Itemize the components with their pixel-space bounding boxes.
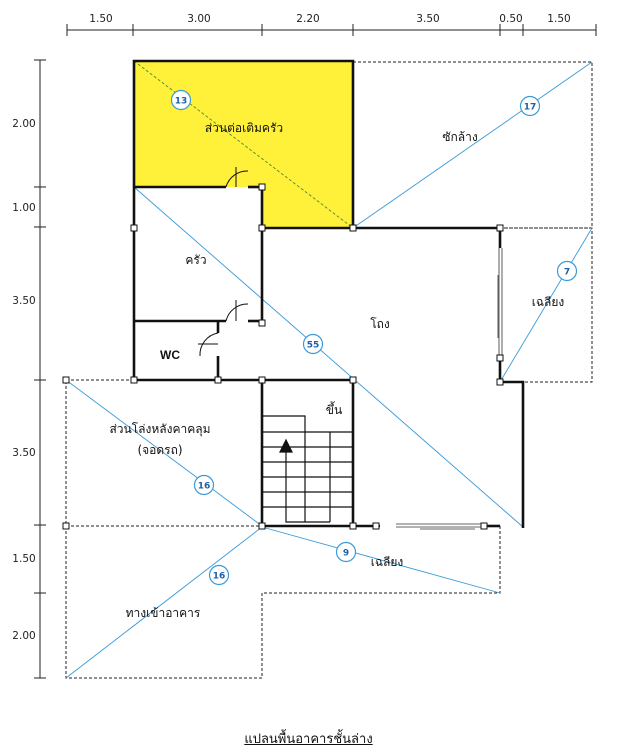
left-dim-2: 1.00	[12, 202, 35, 214]
top-dim-6: 1.50	[547, 13, 570, 25]
sliding-windows	[396, 248, 503, 530]
extension-diagonal	[133, 60, 354, 229]
area-badge-hall: 55	[302, 333, 324, 355]
left-dim-4: 3.50	[12, 447, 35, 459]
room-label-entrance: ทางเข้าอาคาร	[126, 606, 201, 620]
room-label-kitchen: ครัว	[185, 253, 206, 267]
left-dim-3: 3.50	[12, 295, 35, 307]
room-label-terrace-right: เฉลียง	[532, 295, 565, 309]
area-badge-extension: 13	[170, 89, 192, 111]
area-value-entrance: 16	[213, 572, 226, 582]
area-value-carport: 16	[198, 482, 211, 492]
top-dim-3: 2.20	[296, 13, 319, 25]
top-dim-2: 3.00	[187, 13, 210, 25]
top-dim-5: 0.50	[499, 13, 522, 25]
room-label-kitchen-extension: ส่วนต่อเติมครัว	[205, 121, 283, 135]
top-dim-4: 3.50	[416, 13, 439, 25]
top-dimension-line	[66, 24, 597, 36]
plan-caption: แปลนพื้นอาคารชั้นล่าง	[0, 728, 617, 749]
stair	[262, 415, 353, 523]
area-diagonals	[65, 61, 593, 679]
column-markers	[62, 183, 504, 530]
area-value-laundry: 17	[524, 103, 537, 113]
left-dimension-line	[34, 59, 46, 679]
walls	[132, 59, 525, 528]
area-value-terrace-bottom: 9	[343, 549, 349, 559]
area-value-terrace-right: 7	[564, 268, 570, 278]
room-label-carport-sub: (จอดรถ)	[137, 443, 182, 457]
area-value-hall: 55	[307, 341, 320, 351]
room-label-wc: WC	[160, 348, 180, 362]
left-dim-6: 2.00	[12, 630, 35, 642]
doors	[198, 167, 249, 357]
plan-caption-text: แปลนพื้นอาคารชั้นล่าง	[244, 732, 373, 747]
area-badge-entrance: 16	[208, 564, 230, 586]
area-badge-carport: 16	[193, 474, 215, 496]
room-label-laundry: ซักล้าง	[442, 130, 477, 144]
top-dim-1: 1.50	[89, 13, 112, 25]
stair-up-label: ขึ้น	[326, 401, 342, 417]
room-label-carport: ส่วนโล่งหลังคาคลุม	[109, 422, 210, 437]
area-badge-laundry: 17	[519, 95, 541, 117]
area-badge-terrace-right: 7	[556, 260, 578, 282]
room-label-hall: โถง	[370, 317, 390, 331]
left-dim-5: 1.50	[12, 553, 35, 565]
left-dim-1: 2.00	[12, 118, 35, 130]
room-label-terrace-bottom: เฉลียง	[371, 555, 404, 569]
area-badge-terrace-bottom: 9	[335, 541, 357, 563]
area-value-extension: 13	[175, 97, 188, 107]
